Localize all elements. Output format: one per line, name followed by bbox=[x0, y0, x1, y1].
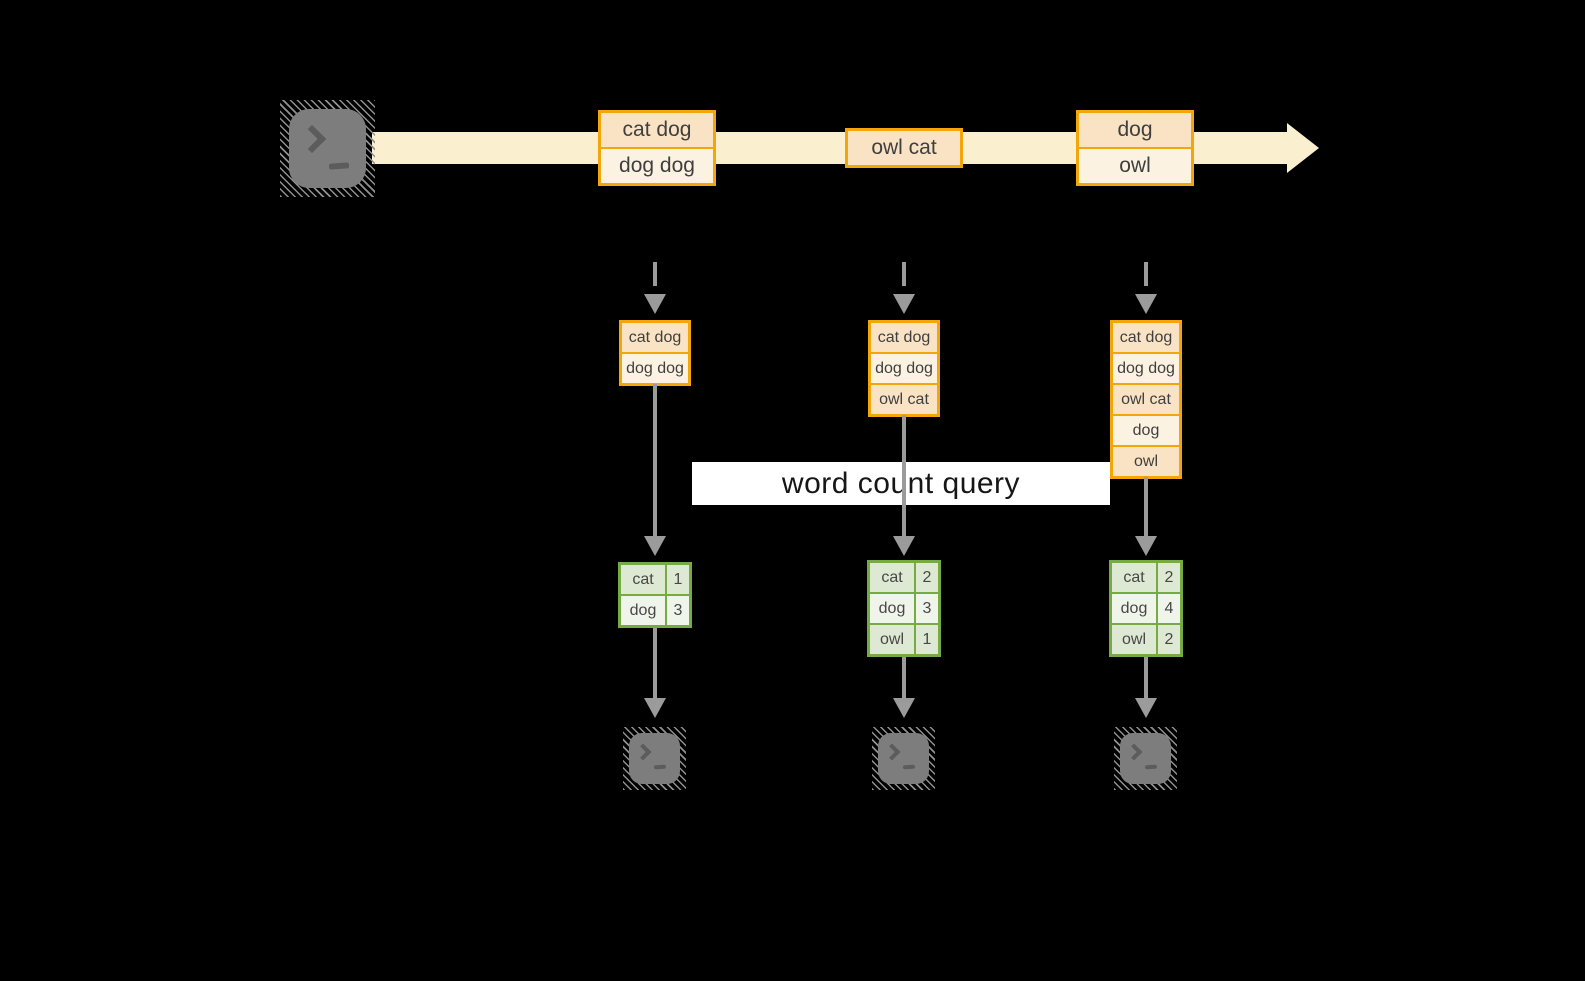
result-to-sink-arrow-1 bbox=[653, 628, 657, 698]
result-count-cell: 2 bbox=[1158, 625, 1180, 654]
stream-record: dog bbox=[1079, 113, 1191, 147]
arrow-head-down-icon bbox=[893, 294, 915, 314]
input-row: owl bbox=[1113, 447, 1179, 476]
batch-to-input-dashed-arrow-3 bbox=[1144, 262, 1148, 294]
stream-record: owl bbox=[1079, 149, 1191, 183]
stream-batch-1: cat dog dog dog bbox=[598, 110, 716, 186]
terminal-underscore-icon bbox=[653, 764, 667, 770]
input-row: dog dog bbox=[1113, 354, 1179, 383]
stream-record: owl cat bbox=[848, 131, 960, 165]
input-row: cat dog bbox=[1113, 323, 1179, 352]
sink-terminal-icon-3 bbox=[1114, 727, 1177, 790]
sink-terminal-icon-2 bbox=[872, 727, 935, 790]
input-row: dog bbox=[1113, 416, 1179, 445]
input-row: owl cat bbox=[871, 385, 937, 414]
arrow-head-down-icon bbox=[644, 536, 666, 556]
arrow-head-down-icon bbox=[893, 536, 915, 556]
input-to-result-arrow-3 bbox=[1144, 477, 1148, 536]
terminal-body bbox=[1120, 733, 1171, 784]
terminal-prompt-chevron-icon bbox=[297, 124, 327, 154]
result-count-cell: 1 bbox=[916, 625, 938, 654]
result-word-cell: dog bbox=[870, 594, 914, 623]
terminal-prompt-chevron-icon bbox=[634, 743, 652, 761]
input-table-2: cat dog dog dog owl cat bbox=[868, 320, 940, 417]
arrow-head-down-icon bbox=[1135, 698, 1157, 718]
result-table-2: cat 2 dog 3 owl 1 bbox=[867, 560, 941, 657]
input-to-result-arrow-1 bbox=[653, 384, 657, 536]
sink-terminal-icon-1 bbox=[623, 727, 686, 790]
source-terminal-icon bbox=[280, 100, 375, 197]
result-word-cell: dog bbox=[621, 596, 665, 625]
terminal-prompt-chevron-icon bbox=[1125, 743, 1143, 761]
result-word-cell: owl bbox=[1112, 625, 1156, 654]
arrow-head-down-icon bbox=[1135, 536, 1157, 556]
arrow-head-down-icon bbox=[644, 698, 666, 718]
result-table-1: cat 1 dog 3 bbox=[618, 562, 692, 628]
stream-batch-2: owl cat bbox=[845, 128, 963, 168]
result-count-cell: 2 bbox=[1158, 563, 1180, 592]
result-count-cell: 3 bbox=[667, 596, 689, 625]
input-table-3: cat dog dog dog owl cat dog owl bbox=[1110, 320, 1182, 479]
result-word-cell: dog bbox=[1112, 594, 1156, 623]
batch-to-input-dashed-arrow-2 bbox=[902, 262, 906, 294]
result-word-cell: cat bbox=[870, 563, 914, 592]
input-to-result-arrow-2 bbox=[902, 415, 906, 536]
batch-to-input-dashed-arrow-1 bbox=[653, 262, 657, 294]
arrow-head-down-icon bbox=[1135, 294, 1157, 314]
terminal-underscore-icon bbox=[328, 162, 350, 170]
query-label-banner: word count query bbox=[692, 462, 1110, 505]
stream-batch-3: dog owl bbox=[1076, 110, 1194, 186]
stream-arrow-head bbox=[1287, 123, 1319, 173]
terminal-underscore-icon bbox=[902, 764, 916, 770]
result-count-cell: 3 bbox=[916, 594, 938, 623]
result-to-sink-arrow-2 bbox=[902, 657, 906, 698]
result-count-cell: 4 bbox=[1158, 594, 1180, 623]
result-count-cell: 1 bbox=[667, 565, 689, 594]
terminal-body bbox=[629, 733, 680, 784]
terminal-body bbox=[289, 109, 366, 188]
terminal-prompt-chevron-icon bbox=[883, 743, 901, 761]
arrow-head-down-icon bbox=[893, 698, 915, 718]
result-word-cell: owl bbox=[870, 625, 914, 654]
terminal-underscore-icon bbox=[1144, 764, 1158, 770]
input-table-1: cat dog dog dog bbox=[619, 320, 691, 386]
input-row: cat dog bbox=[622, 323, 688, 352]
input-row: owl cat bbox=[1113, 385, 1179, 414]
result-word-cell: cat bbox=[621, 565, 665, 594]
input-row: dog dog bbox=[871, 354, 937, 383]
arrow-head-down-icon bbox=[644, 294, 666, 314]
result-table-3: cat 2 dog 4 owl 2 bbox=[1109, 560, 1183, 657]
stream-record: cat dog bbox=[601, 113, 713, 147]
result-to-sink-arrow-3 bbox=[1144, 657, 1148, 698]
input-row: dog dog bbox=[622, 354, 688, 383]
input-row: cat dog bbox=[871, 323, 937, 352]
result-count-cell: 2 bbox=[916, 563, 938, 592]
stream-record: dog dog bbox=[601, 149, 713, 183]
result-word-cell: cat bbox=[1112, 563, 1156, 592]
terminal-body bbox=[878, 733, 929, 784]
